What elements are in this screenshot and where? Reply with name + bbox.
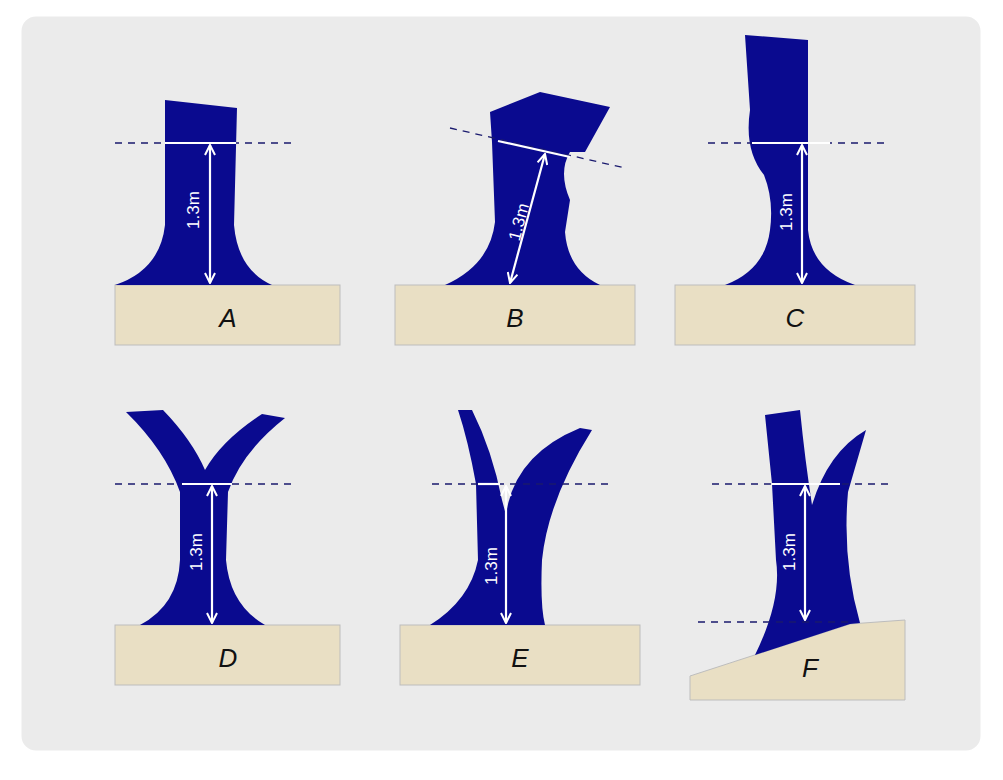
dimension-label: 1.3m xyxy=(781,533,798,571)
dimension-label: 1.3m xyxy=(778,193,795,231)
tree-letter: D xyxy=(219,645,238,671)
tree-trunk xyxy=(430,410,592,625)
tree-letter: E xyxy=(511,645,528,671)
ground xyxy=(115,625,340,685)
tree-letter: A xyxy=(219,305,236,331)
tree-letter: C xyxy=(786,305,805,331)
ground xyxy=(675,285,915,345)
ground xyxy=(395,285,635,345)
tree-letter: B xyxy=(506,305,523,331)
tree-letter: F xyxy=(802,655,818,681)
tree-trunk xyxy=(755,410,866,655)
dimension-label: 1.3m xyxy=(185,191,202,229)
tree-trunk xyxy=(725,35,855,285)
tree-trunk xyxy=(126,410,285,625)
tree-trunk xyxy=(445,92,610,285)
ground xyxy=(400,625,640,685)
dimension-label: 1.3m xyxy=(188,533,205,571)
tree-trunk xyxy=(115,100,272,285)
panel xyxy=(20,15,982,752)
ground xyxy=(115,285,340,345)
dimension-label: 1.3m xyxy=(483,547,500,585)
